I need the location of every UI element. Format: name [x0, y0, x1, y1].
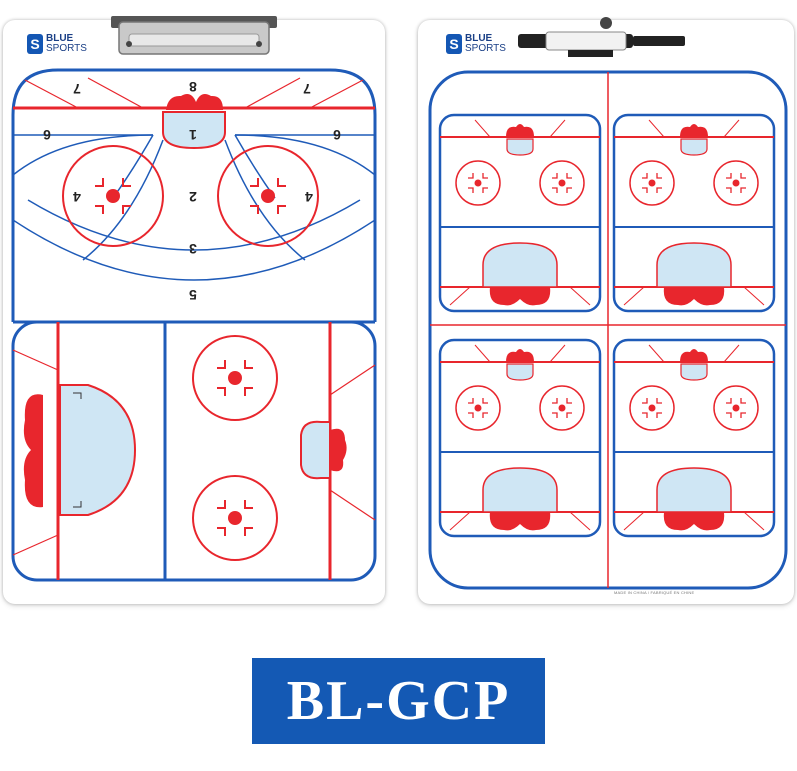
mini-rink-2: [612, 113, 776, 313]
brand-line2: SPORTS: [46, 43, 87, 54]
brand-mark-icon: S: [446, 34, 462, 54]
zone-label-2: 2: [189, 189, 197, 205]
clipboard-right: S BLUE SPORTS MADE IN CHINA / FABRIQUÉ E…: [418, 17, 794, 604]
brand-mark-icon: S: [27, 34, 43, 54]
faceoff-circle-right: [217, 145, 319, 247]
brand-name: BLUE SPORTS: [465, 34, 506, 54]
zone-label-1: 1: [189, 127, 197, 143]
model-code: BL-GCP: [286, 670, 511, 732]
faceoff-circle-left: [62, 145, 164, 247]
made-in-text: MADE IN CHINA / FABRIQUÉ EN CHINE: [614, 590, 695, 595]
brand-name: BLUE SPORTS: [46, 34, 87, 54]
mini-rink-1: [438, 113, 602, 313]
mini-rink-3: [438, 338, 602, 538]
brand-logo-right: S BLUE SPORTS: [446, 34, 506, 54]
zone-label-4-left: 4: [73, 189, 81, 205]
brand-logo: S BLUE SPORTS: [27, 34, 87, 54]
zone-label-6-right: 6: [333, 127, 341, 143]
model-badge: BL-GCP: [252, 658, 545, 744]
zone-label-5: 5: [189, 287, 197, 303]
left-rink-diagram: [11, 16, 377, 582]
zone-label-6-left: 6: [43, 127, 51, 143]
zone-label-3: 3: [189, 241, 197, 257]
zone-label-8: 8: [189, 79, 197, 95]
zone-label-7-right: 7: [303, 81, 311, 97]
zone-label-4-right: 4: [305, 189, 313, 205]
right-rink-diagram: [428, 17, 788, 590]
mini-rink-4: [612, 338, 776, 538]
clipboard-left: S BLUE SPORTS 8 7 7 6 6 1 4 4 2 3 5: [3, 16, 385, 604]
metal-clip: [111, 16, 277, 55]
marker-pen-icon: [518, 17, 685, 57]
brand-line2: SPORTS: [465, 43, 506, 54]
brand-line1: BLUE: [465, 33, 493, 44]
brand-line1: BLUE: [46, 33, 74, 44]
zone-label-7-left: 7: [73, 81, 81, 97]
